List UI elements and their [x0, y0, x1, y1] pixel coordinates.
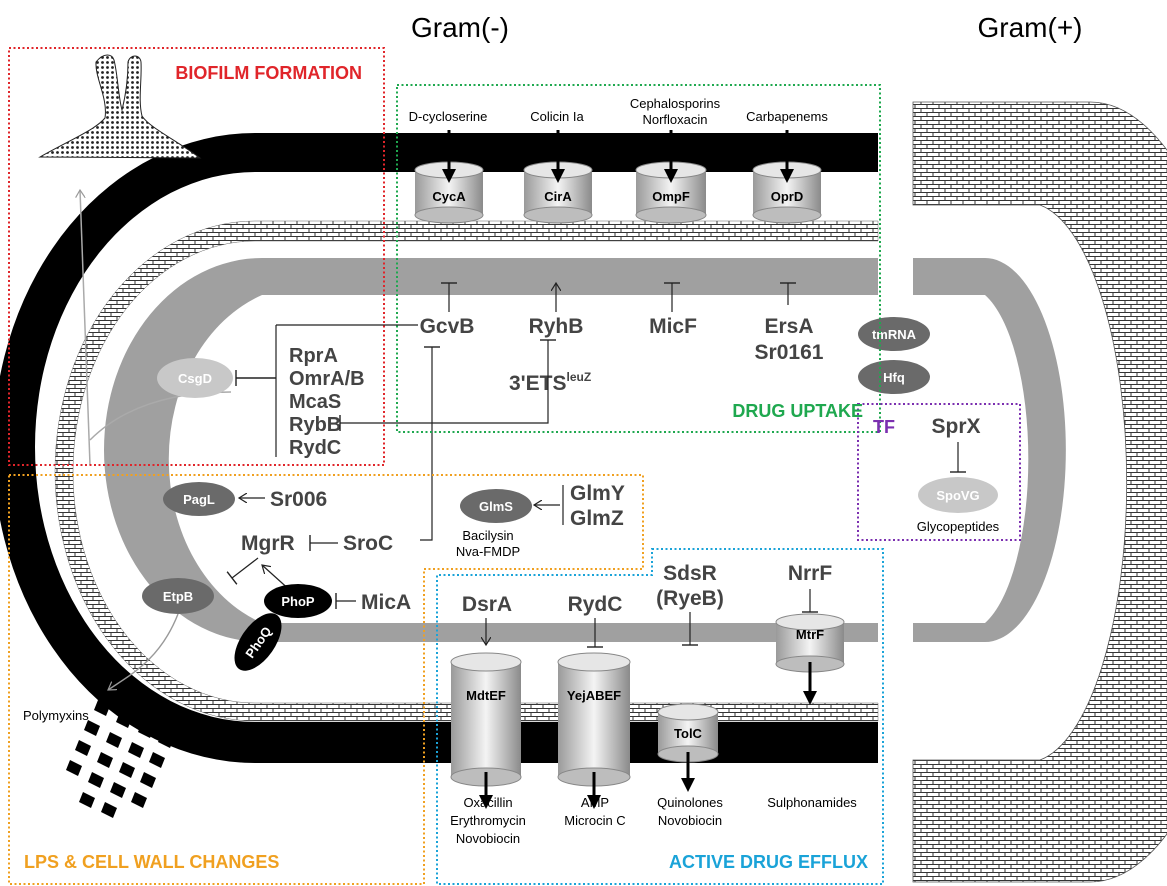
ompf-label: OmpF: [652, 189, 690, 204]
ets-label: 3'ETSleuZ: [509, 370, 591, 395]
rydc-label: RydC: [289, 437, 341, 459]
ersa-label: ErsA: [764, 315, 813, 338]
pagl-label: PagL: [183, 492, 215, 507]
biofilm-icon: [38, 54, 202, 159]
drug-dcycloserine: D-cycloserine: [409, 109, 488, 124]
drug-uptake-section: D-cycloserine Colicin Ia Cephalosporins …: [339, 96, 828, 541]
nvafmdp-label: Nva-FMDP: [456, 544, 520, 559]
csgd-protein: [157, 358, 233, 398]
lps-box: [8, 474, 644, 885]
section-boxes: [8, 47, 1021, 885]
polymyxins-label: Polymyxins: [23, 708, 89, 723]
drug-microcin-c: Microcin C: [564, 813, 625, 828]
rpra-label: RprA: [289, 345, 338, 367]
cyca-label: CycA: [432, 189, 466, 204]
tolc-label: TolC: [674, 726, 703, 741]
mcas-label: McaS: [289, 391, 341, 413]
drug-novobiocin-2: Novobiocin: [658, 813, 722, 828]
ets-inhibits-rybb: [339, 370, 549, 431]
drug-amp: AMP: [581, 795, 609, 810]
dsra-label: DsrA: [462, 593, 512, 616]
csgd-label: CsgD: [178, 371, 212, 386]
mica-label: MicA: [361, 591, 411, 614]
phoq-protein: PhoQ: [234, 613, 282, 671]
gram-positive-envelope: [912, 101, 1167, 883]
omrab-label: OmrA/B: [289, 368, 365, 390]
glycopeptides-label: Glycopeptides: [917, 519, 1000, 534]
tf-title: TF: [873, 417, 895, 437]
efflux-box: [436, 548, 884, 885]
uptake-title: DRUG UPTAKE: [732, 401, 863, 421]
porin-oprd: OprD: [752, 161, 822, 224]
tmrna-protein: [858, 317, 930, 351]
drug-colicin: Colicin Ia: [530, 109, 584, 124]
hfq-label: Hfq: [883, 370, 905, 385]
sroc-label: SroC: [343, 532, 393, 555]
cell-envelope: [0, 133, 879, 763]
efflux-section: DsrA RydC SdsR (RyeB) NrrF MdtEF YejABEF…: [450, 562, 857, 846]
pump-mdtef: MdtEF: [450, 652, 522, 787]
spovg-protein: [918, 477, 998, 513]
biofilm-section: CsgD RprA OmrA/B McaS RybB RydC: [38, 54, 418, 466]
pump-tolc: TolC: [657, 703, 719, 763]
bacilysin-label: Bacilysin: [462, 528, 513, 543]
hfq-protein: [858, 360, 930, 394]
ryeb-label: (RyeB): [656, 587, 724, 610]
rydc-efflux-label: RydC: [568, 593, 623, 616]
ryhb-label: RyhB: [529, 315, 584, 338]
sprx-label: SprX: [931, 415, 980, 438]
pump-yejabef: YejABEF: [557, 652, 631, 787]
sdsr-label: SdsR: [663, 562, 717, 585]
uptake-box: [396, 84, 881, 433]
sr006-label: Sr006: [270, 488, 327, 511]
sr0161-label: Sr0161: [755, 341, 824, 364]
thick-peptidoglycan: [912, 101, 1167, 883]
gram-positive-membrane: [913, 258, 1066, 642]
efflux-title: ACTIVE DRUG EFFLUX: [669, 852, 868, 872]
lps-section: PagL Sr006 GlmS GlmY GlmZ Bacilysin Nva-…: [23, 482, 625, 818]
tmrna-label: tmRNA: [872, 327, 917, 342]
etpb-to-lps-arrow: [108, 613, 179, 690]
spovg-label: SpoVG: [936, 488, 979, 503]
drug-cephalosporins: Cephalosporins: [630, 96, 721, 111]
gram-positive-header: Gram(+): [978, 12, 1083, 43]
tf-box: [857, 403, 1021, 541]
mdtef-label: MdtEF: [466, 688, 506, 703]
etpb-protein: [142, 578, 214, 614]
drug-quinolones: Quinolones: [657, 795, 723, 810]
inner-membrane: [104, 258, 878, 642]
glms-protein: [460, 489, 532, 523]
oprd-label: OprD: [771, 189, 804, 204]
gram-positive-section: tmRNA Hfq SprX SpoVG Glycopeptides: [858, 317, 1000, 534]
micf-label: MicF: [649, 315, 697, 338]
drug-carbapenems: Carbapenems: [746, 109, 828, 124]
drug-oxacillin: Oxacillin: [463, 795, 512, 810]
lps-molecules: [66, 700, 174, 818]
nrrf-label: NrrF: [788, 562, 833, 585]
yejabef-label: YejABEF: [567, 688, 621, 703]
drug-novobiocin-1: Novobiocin: [456, 831, 520, 846]
mgrr-label: MgrR: [241, 532, 295, 555]
phop-protein: [264, 584, 332, 618]
cira-label: CirA: [544, 189, 572, 204]
biofilm-title: BIOFILM FORMATION: [175, 63, 362, 83]
gcvb-label: GcvB: [420, 315, 475, 338]
glms-label: GlmS: [479, 499, 513, 514]
biofilm-arrow: [80, 190, 91, 466]
pagl-protein: [163, 482, 235, 516]
mgrr-inhibits-etpb: [226, 557, 259, 585]
drug-erythromycin: Erythromycin: [450, 813, 526, 828]
rybb-label: RybB: [289, 414, 341, 436]
phop-label: PhoP: [281, 594, 315, 609]
drug-sulphonamides: Sulphonamides: [767, 795, 857, 810]
lps-title: LPS & CELL WALL CHANGES: [24, 852, 279, 872]
mtrf-label: MtrF: [796, 627, 824, 642]
glmy-label: GlmY: [570, 482, 625, 505]
etpb-label: EtpB: [163, 589, 193, 604]
gram-negative-header: Gram(-): [411, 12, 509, 43]
drug-norfloxacin: Norfloxacin: [642, 112, 707, 127]
sroc-inhibits-gcvb: [420, 346, 440, 541]
glmz-label: GlmZ: [570, 507, 624, 530]
